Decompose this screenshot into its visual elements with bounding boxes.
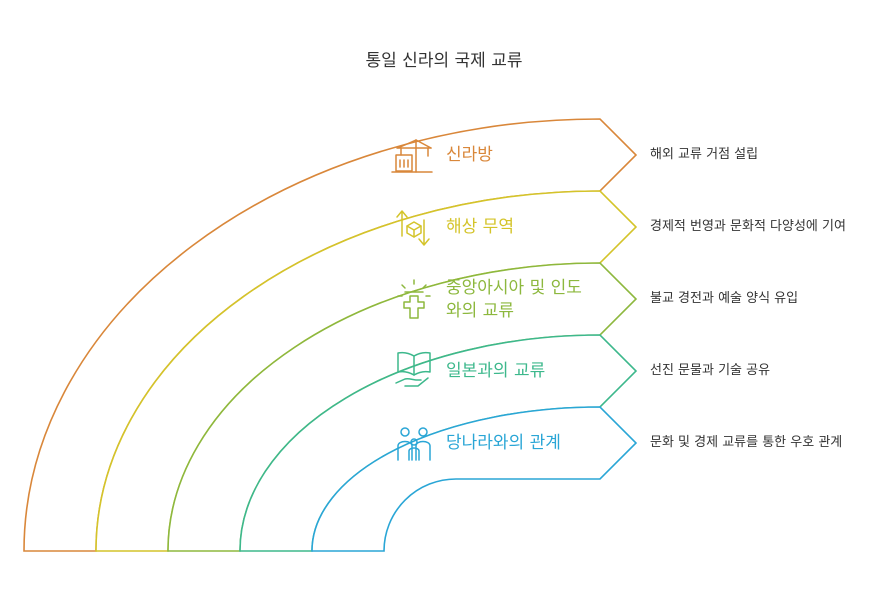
layer-label-3-line-2: 와의 교류 — [446, 301, 514, 321]
people-group-icon — [397, 427, 431, 461]
layer-label-3-line-1: 중앙아시아 및 인도 — [446, 278, 582, 298]
open-book-hand-icon — [395, 351, 431, 387]
layer-description-3: 불교 경전과 예술 양식 유입 — [650, 291, 799, 306]
layer-label-5: 당나라와의 관계 — [446, 433, 561, 453]
diagram-title: 통일 신라의 국제 교류 — [365, 51, 523, 71]
layer-label-4: 일본과의 교류 — [446, 361, 546, 381]
layer-description-5: 문화 및 경제 교류를 통한 우호 관계 — [650, 435, 843, 450]
cargo-exchange-icon — [396, 210, 430, 246]
layer-description-2: 경제적 번영과 문화적 다양성에 기여 — [650, 219, 846, 234]
layer-label-2: 해상 무역 — [446, 217, 514, 237]
layer-label-1: 신라방 — [446, 145, 493, 165]
layer-description-4: 선진 문물과 기술 공유 — [650, 363, 771, 378]
port-crane-icon — [391, 139, 433, 173]
buddhist-symbol-icon — [397, 279, 431, 319]
layer-description-1: 해외 교류 거점 설립 — [650, 147, 759, 162]
arc-band-5 — [311, 406, 638, 552]
